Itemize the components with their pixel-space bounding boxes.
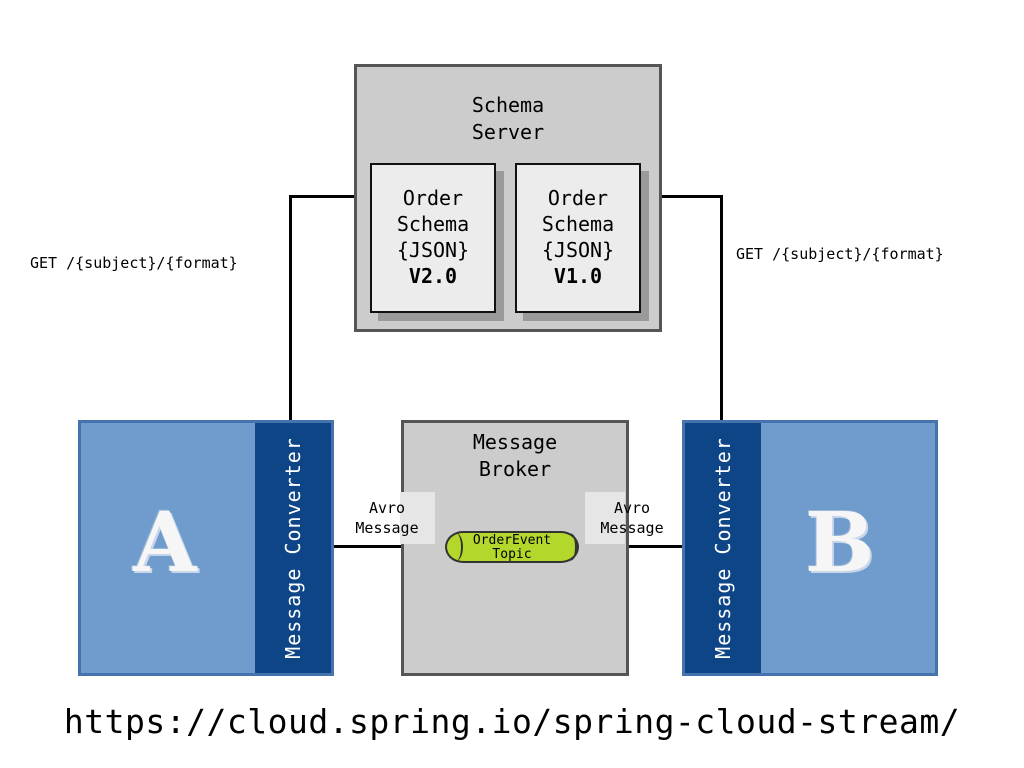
get-label-left: GET /{subject}/{format} [30,254,238,272]
card-line: Schema [541,212,615,236]
card-line: {JSON} [541,238,615,262]
card-line: Schema [396,212,470,236]
app-b-converter-label: Message Converter [711,437,735,659]
topic-cap-right [563,533,577,561]
source-url: https://cloud.spring.io/spring-cloud-str… [63,702,961,741]
order-schema-v2-card: Order Schema {JSON} V2.0 [370,163,496,313]
app-b-letter: B [805,495,875,591]
schema-server-title-line1: Schema [471,93,545,117]
avro-left-line1: Avro [368,499,406,517]
order-event-topic: OrderEvent Topic [445,531,579,563]
connector-topic-to-b [578,545,684,548]
connector-a-vertical [289,195,292,421]
avro-right-line2: Message [600,519,664,537]
app-a: A Message Converter [78,420,334,676]
app-b-message-converter: Message Converter [685,423,761,673]
topic-cap-left [449,533,463,561]
broker-title-line2: Broker [478,457,552,481]
avro-label-right-bg [585,492,625,544]
order-schema-v1-card: Order Schema {JSON} V1.0 [515,163,641,313]
avro-left-line2: Message [355,519,419,537]
avro-label-right: Avro Message [590,498,674,538]
avro-label-left-bg [400,492,435,544]
app-a-converter-label: Message Converter [281,437,305,659]
get-label-right: GET /{subject}/{format} [736,245,944,263]
connector-b-vertical [720,195,723,421]
schema-server-title-line2: Server [471,120,545,144]
app-a-letter: A [133,495,197,591]
card-line: Order [402,186,464,210]
card-line: Order [547,186,609,210]
topic-line1: OrderEvent [472,533,552,548]
card-version: V1.0 [553,264,603,288]
schema-server-title: Schema Server [357,92,659,146]
avro-right-line1: Avro [613,499,651,517]
app-a-message-converter: Message Converter [255,423,331,673]
topic-line2: Topic [492,547,532,562]
avro-label-left: Avro Message [347,498,427,538]
schema-server: Schema Server Order Schema {JSON} V2.0 O… [354,64,662,332]
broker-title-line1: Message [472,430,558,454]
connector-a-to-topic [330,545,446,548]
card-version: V2.0 [408,264,458,288]
connector-b-horizontal [656,195,723,198]
app-b: Message Converter B [682,420,938,676]
card-line: {JSON} [396,238,470,262]
connector-a-horizontal [289,195,356,198]
broker-title: Message Broker [404,429,626,483]
